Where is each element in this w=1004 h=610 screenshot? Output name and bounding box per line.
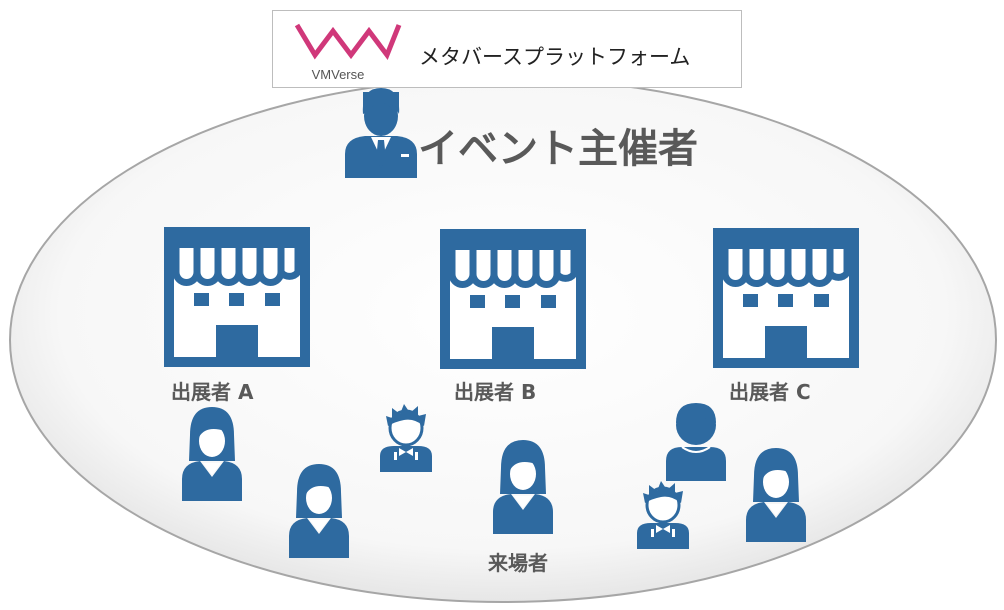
- platform-label: メタバースプラットフォーム: [419, 45, 691, 69]
- organizer-label: イベント主催者: [418, 126, 698, 172]
- logo-zigzag-icon: [294, 23, 402, 61]
- logo-text: VMVerse: [311, 67, 365, 82]
- exhibitor-label-c: 出展者 C: [729, 380, 811, 404]
- storefront-icon: [713, 228, 859, 368]
- platform-header: VMVerse メタバースプラットフォーム: [272, 10, 742, 88]
- businessman-icon: [345, 88, 417, 178]
- storefront-icon: [164, 227, 310, 367]
- exhibitor-label-a: 出展者 A: [171, 380, 254, 404]
- exhibitor-label-b: 出展者 B: [454, 380, 537, 404]
- visitor-label: 来場者: [488, 551, 548, 575]
- storefront-icon: [440, 229, 586, 369]
- vmverse-logo: VMVerse: [293, 21, 403, 83]
